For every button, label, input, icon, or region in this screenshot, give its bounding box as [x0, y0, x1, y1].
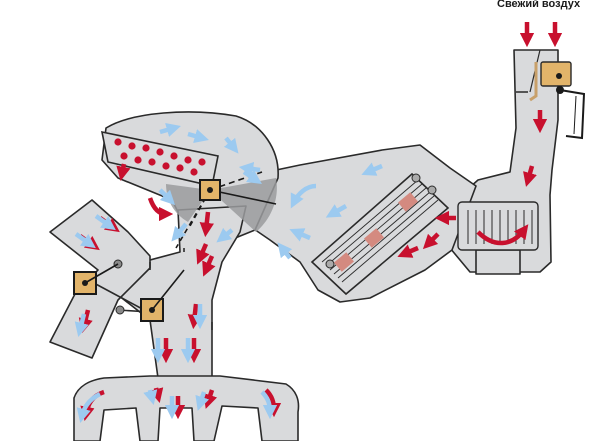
fresh-air-label: Свежий воздух: [497, 0, 581, 10]
cool-airflow-arrows: [74, 123, 383, 423]
left-side-branch: [49, 199, 151, 359]
mode-flap-actuator-center: [140, 269, 185, 322]
inlet-flap-housing: [516, 49, 586, 140]
heater-core: [310, 172, 450, 296]
mode-flap-actuator-left: [73, 263, 119, 295]
mode-flap-actuator-top: [199, 179, 221, 201]
inlet-drain-box: [475, 249, 521, 275]
footwell-distributor: [73, 375, 300, 441]
